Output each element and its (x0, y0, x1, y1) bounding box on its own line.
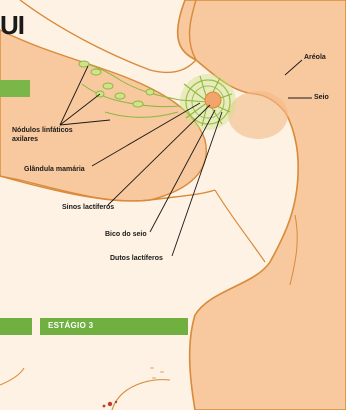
section-header-bar (0, 80, 30, 97)
stage-bar-left (0, 318, 32, 335)
label-sinos: Sinos lactíferos (62, 204, 114, 212)
stage3-breast-outline (112, 380, 170, 410)
label-bico: Bico do seio (105, 231, 147, 239)
label-areola: Aréola (304, 54, 326, 62)
label-seio: Seio (314, 94, 329, 102)
label-nodulos: Nódulos linfáticos (12, 127, 73, 135)
areola (205, 92, 221, 108)
label-dutos: Dutos lactíferos (110, 255, 163, 263)
stage3-tick-marks (150, 368, 164, 378)
stage3-left-outline (0, 368, 24, 385)
stage-label: ESTÁGIO 3 (48, 321, 93, 330)
arm-skin (0, 30, 206, 201)
breast-shading (228, 91, 288, 139)
torso-line (215, 190, 265, 262)
page-title-fragment: UI (0, 10, 24, 41)
label-glandula: Glândula mamária (24, 166, 85, 174)
label-axilares: axilares (12, 136, 38, 144)
